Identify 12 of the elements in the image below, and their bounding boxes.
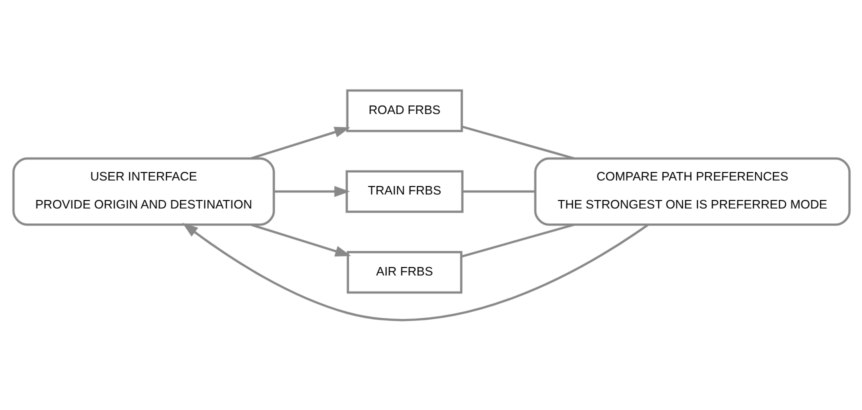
arrow [250,126,350,159]
node-box: USER INTERFACE PROVIDE ORIGIN AND DESTINATION [12,156,274,226]
arrow [274,186,350,197]
node-box: ROAD FRBS [346,88,462,132]
node-box: TRAIN FRBS [345,170,463,212]
arrow [182,222,648,321]
arrow [250,223,350,256]
connector [460,223,574,258]
node-box: AIR FRBS [346,250,462,294]
node-box: COMPARE PATH PREFERENCES THE STRONGEST ONE IS PREFERRED MODE [534,156,850,226]
connector [462,190,535,192]
connector [461,125,574,159]
